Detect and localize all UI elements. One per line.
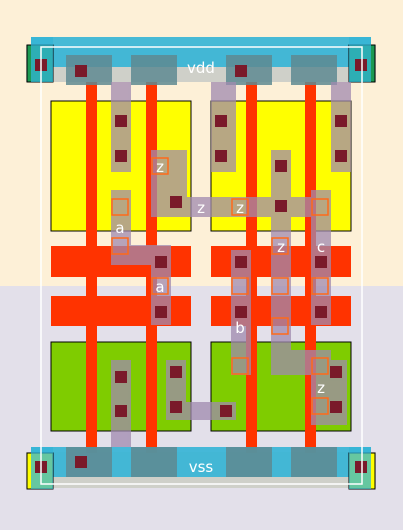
net-label-a: a — [115, 219, 124, 237]
track-nmos-bridge — [166, 402, 236, 420]
net-label-c: c — [317, 238, 325, 256]
net-label-z: z — [317, 379, 325, 397]
vdd-label: vdd — [187, 59, 215, 77]
rail-contact-pads — [66, 55, 337, 477]
net-label-z: z — [197, 199, 205, 217]
net-label-z: z — [236, 199, 244, 217]
net-label-b: b — [235, 319, 245, 337]
net-label-a: a — [155, 278, 164, 296]
vias — [111, 157, 329, 415]
cell-boundary — [40, 46, 363, 485]
net-label-z: z — [156, 158, 164, 176]
vss-label: vss — [189, 458, 214, 476]
net-label-z: z — [277, 238, 285, 256]
contacts — [35, 59, 367, 473]
